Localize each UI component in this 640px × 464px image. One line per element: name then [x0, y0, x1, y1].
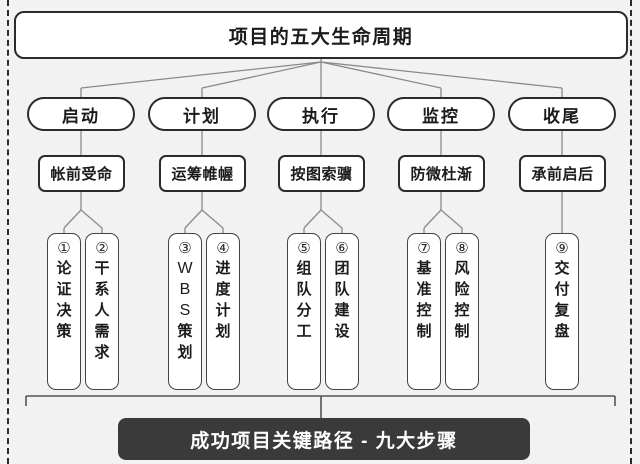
step-label-vertical: 基准控制 [416, 260, 432, 340]
step-label-vertical: 团队建设 [334, 260, 350, 340]
diagram-title-box: 项目的五大生命周期 [14, 11, 628, 59]
step-box-4[interactable]: ④ 进度计划 [206, 233, 240, 390]
step-box-9[interactable]: ⑨ 交付复盘 [545, 233, 579, 390]
idiom-box-5[interactable]: 承前启后 [519, 155, 606, 192]
idiom-label: 承前启后 [531, 166, 594, 183]
step-label-vertical: 干系人需求 [94, 260, 110, 361]
step-label-vertical: 进度计划 [215, 260, 231, 340]
step-box-1[interactable]: ① 论证决策 [47, 233, 81, 390]
step-box-6[interactable]: ⑥ 团队建设 [325, 233, 359, 390]
phase-pill-1[interactable]: 启动 [27, 97, 135, 131]
phase-label: 执行 [302, 106, 340, 126]
step-number: ⑦ [417, 240, 431, 257]
idiom-label: 防微杜渐 [410, 166, 473, 183]
dashed-border-right [630, 0, 632, 464]
page-title: 项目的五大生命周期 [228, 26, 414, 48]
idiom-box-1[interactable]: 帐前受命 [38, 155, 125, 192]
step-number: ④ [216, 240, 230, 257]
step-number: ③ [178, 240, 192, 257]
idiom-label: 帐前受命 [50, 166, 113, 183]
step-box-7[interactable]: ⑦ 基准控制 [407, 233, 441, 390]
phase-label: 收尾 [543, 106, 581, 126]
idiom-label: 按图索骥 [290, 166, 353, 183]
idiom-box-4[interactable]: 防微杜渐 [398, 155, 485, 192]
step-label-vertical: 组队分工 [296, 260, 312, 340]
step-number: ① [57, 240, 71, 257]
phase-pill-4[interactable]: 监控 [387, 97, 495, 131]
step-label-vertical: 风险控制 [454, 260, 470, 340]
idiom-box-3[interactable]: 按图索骥 [278, 155, 365, 192]
phase-pill-3[interactable]: 执行 [267, 97, 375, 131]
step-box-8[interactable]: ⑧ 风险控制 [445, 233, 479, 390]
phase-label: 计划 [183, 106, 221, 126]
step-number: ② [95, 240, 109, 257]
phase-label: 监控 [422, 106, 460, 126]
phase-label: 启动 [62, 106, 100, 126]
phase-pill-2[interactable]: 计划 [148, 97, 256, 131]
idiom-label: 运筹帷幄 [171, 166, 234, 183]
step-label-vertical: 论证决策 [56, 260, 72, 340]
footer-banner: 成功项目关键路径 - 九大步骤 [118, 418, 530, 460]
step-number: ⑤ [297, 240, 311, 257]
step-number: ⑨ [555, 240, 569, 257]
step-box-2[interactable]: ② 干系人需求 [85, 233, 119, 390]
step-label-vertical: 交付复盘 [554, 260, 570, 340]
idiom-box-2[interactable]: 运筹帷幄 [159, 155, 246, 192]
dashed-border-left [7, 0, 9, 464]
phase-pill-5[interactable]: 收尾 [508, 97, 616, 131]
step-box-5[interactable]: ⑤ 组队分工 [287, 233, 321, 390]
step-number: ⑧ [455, 240, 469, 257]
footer-banner-label: 成功项目关键路径 - 九大步骤 [190, 430, 458, 452]
step-number: ⑥ [335, 240, 349, 257]
